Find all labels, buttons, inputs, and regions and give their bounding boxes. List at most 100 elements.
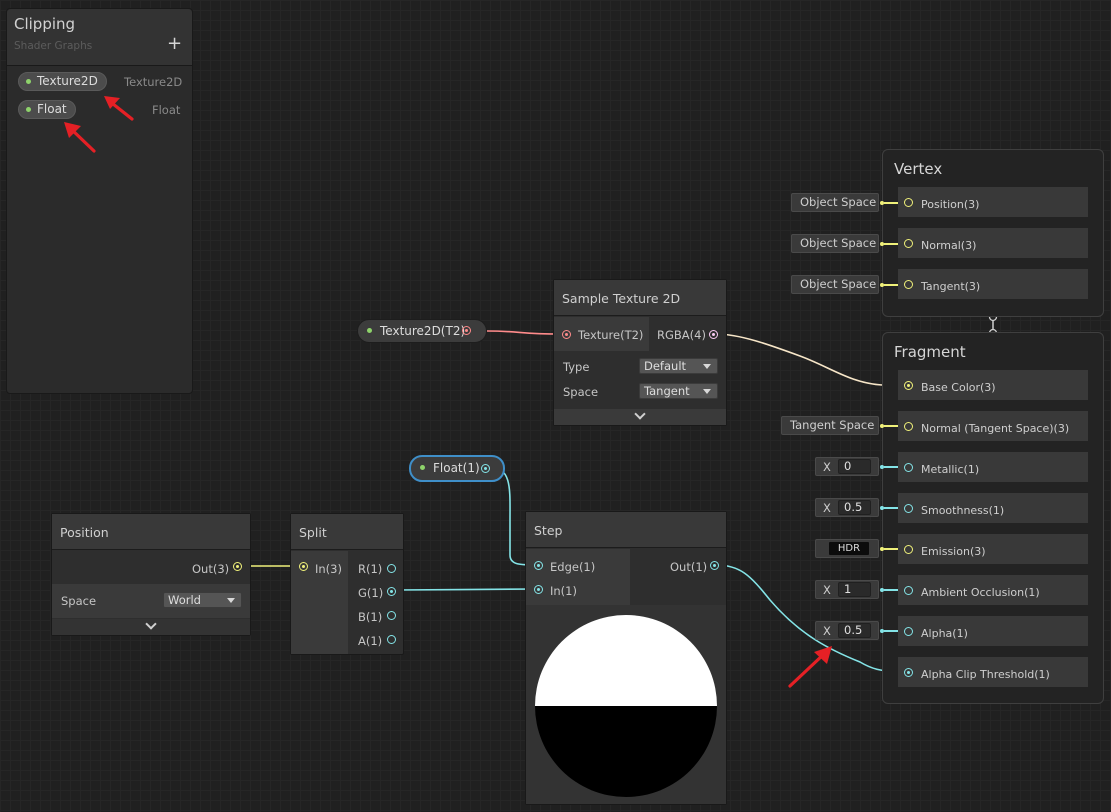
- fragment-block-metallic[interactable]: Metallic(1): [897, 451, 1089, 483]
- property-type-texture2d: Texture2D: [124, 75, 183, 89]
- position-output-port[interactable]: [233, 562, 242, 571]
- chevron-down-icon: [634, 408, 646, 420]
- fragment-block-base-color[interactable]: Base Color(3): [897, 369, 1089, 401]
- emission-input-port[interactable]: [904, 545, 913, 554]
- property-float[interactable]: Float: [18, 100, 76, 119]
- alpha-clip-input-port[interactable]: [904, 668, 913, 677]
- emission-field[interactable]: HDR: [815, 539, 879, 558]
- edge-input-port[interactable]: [534, 561, 543, 570]
- rgba-output-port[interactable]: [709, 330, 718, 339]
- node-title: Split: [299, 525, 327, 540]
- property-dot-icon: [26, 107, 31, 112]
- edge-split-g-step-in[interactable]: [394, 588, 539, 591]
- connector-dot: [880, 465, 884, 469]
- connector-line: [884, 243, 898, 245]
- vertex-block-position[interactable]: Position(3): [897, 186, 1089, 218]
- split-a-port[interactable]: [387, 635, 396, 644]
- position-input-port[interactable]: [904, 198, 913, 207]
- split-g-port[interactable]: [387, 587, 396, 596]
- split-r-port[interactable]: [387, 564, 396, 573]
- space-dropdown[interactable]: Tangent: [639, 383, 718, 399]
- sample-texture-2d-node[interactable]: Sample Texture 2D Texture(T2) RGBA(4) Ty…: [553, 279, 727, 426]
- fragment-block-normal[interactable]: Normal (Tangent Space)(3): [897, 410, 1089, 442]
- split-input-port[interactable]: [299, 562, 308, 571]
- normal-space-field[interactable]: Object Space: [791, 234, 879, 253]
- blackboard-panel[interactable]: Clipping Shader Graphs + Texture2D Textu…: [6, 8, 193, 394]
- hdr-color-swatch[interactable]: HDR: [829, 542, 869, 555]
- space-label: Space: [61, 594, 97, 608]
- vertex-block-tangent[interactable]: Tangent(3): [897, 268, 1089, 300]
- smoothness-input-port[interactable]: [904, 504, 913, 513]
- step-output-port[interactable]: [710, 561, 719, 570]
- tangent-input-port[interactable]: [904, 280, 913, 289]
- float-property-node[interactable]: Float(1): [409, 455, 505, 482]
- texture2d-property-node[interactable]: Texture2D(T2): [357, 319, 487, 343]
- split-b-port[interactable]: [387, 611, 396, 620]
- normal-space-field[interactable]: Tangent Space: [781, 416, 879, 435]
- type-dropdown[interactable]: Default: [639, 358, 718, 374]
- step-preview: [535, 615, 717, 797]
- tangent-space-field[interactable]: Object Space: [791, 275, 879, 294]
- smoothness-field[interactable]: X 0.5: [815, 498, 879, 517]
- step-node[interactable]: Step Edge(1) In(1) Out(1): [525, 511, 727, 805]
- metallic-value-input[interactable]: 0: [838, 459, 871, 474]
- connector-line: [884, 202, 898, 204]
- node-title: Position: [60, 525, 109, 540]
- position-output-label: Out(3): [192, 562, 230, 576]
- metallic-field[interactable]: X 0: [815, 457, 879, 476]
- connector-dot: [880, 201, 884, 205]
- ao-value-input[interactable]: 1: [838, 582, 871, 597]
- connector-line: [884, 630, 898, 632]
- node-header: Sample Texture 2D: [554, 280, 726, 316]
- float-output-port[interactable]: [481, 464, 490, 473]
- fragment-block-smoothness[interactable]: Smoothness(1): [897, 492, 1089, 524]
- edge-texture[interactable]: [486, 330, 561, 335]
- ao-input-port[interactable]: [904, 586, 913, 595]
- add-property-button[interactable]: +: [167, 33, 183, 54]
- connector-dot: [880, 506, 884, 510]
- preview-area: [526, 605, 726, 804]
- node-title: Step: [534, 523, 563, 538]
- rgba-output-label: RGBA(4): [657, 328, 706, 342]
- texture-input-port[interactable]: [562, 330, 571, 339]
- alpha-input-port[interactable]: [904, 627, 913, 636]
- fragment-block-emission[interactable]: Emission(3): [897, 533, 1089, 565]
- property-dot-icon: [420, 465, 425, 470]
- step-output-label: Out(1): [670, 560, 708, 574]
- property-dot-icon: [26, 79, 31, 84]
- in-input-port[interactable]: [534, 585, 543, 594]
- connector-line: [884, 589, 898, 591]
- space-dropdown[interactable]: World: [163, 592, 242, 608]
- fragment-block-alpha[interactable]: Alpha(1): [897, 615, 1089, 647]
- normal-input-port[interactable]: [904, 239, 913, 248]
- normal-ts-input-port[interactable]: [904, 422, 913, 431]
- connector-line: [884, 507, 898, 509]
- property-texture2d[interactable]: Texture2D: [18, 72, 107, 91]
- metallic-input-port[interactable]: [904, 463, 913, 472]
- property-type-float: Float: [152, 103, 181, 117]
- split-node[interactable]: Split In(3) R(1) G(1) B(1) A(1): [290, 513, 404, 655]
- fragment-block-alpha-clip[interactable]: Alpha Clip Threshold(1): [897, 656, 1089, 688]
- position-space-field[interactable]: Object Space: [791, 193, 879, 212]
- connector-line: [884, 284, 898, 286]
- texture-input-label: Texture(T2): [578, 328, 644, 342]
- smoothness-value-input[interactable]: 0.5: [838, 500, 871, 515]
- alpha-value-input[interactable]: 0.5: [838, 623, 871, 638]
- blackboard-title: Clipping: [14, 15, 76, 33]
- output-area: [52, 551, 250, 583]
- connector-dot: [880, 629, 884, 633]
- edge-step-alpha-clip[interactable]: [715, 564, 906, 673]
- vertex-block-normal[interactable]: Normal(3): [897, 227, 1089, 259]
- base-color-input-port[interactable]: [904, 381, 913, 390]
- texture-output-port[interactable]: [462, 326, 471, 335]
- connector-line: [884, 548, 898, 550]
- ambient-occlusion-field[interactable]: X 1: [815, 580, 879, 599]
- expand-button[interactable]: [52, 618, 250, 635]
- connector-dot: [880, 588, 884, 592]
- fragment-block-ambient-occlusion[interactable]: Ambient Occlusion(1): [897, 574, 1089, 606]
- edge-rgba-basecolor[interactable]: [715, 333, 883, 386]
- split-a-label: A(1): [358, 634, 383, 648]
- position-node[interactable]: Position Out(3) Space World: [51, 513, 251, 636]
- alpha-field[interactable]: X 0.5: [815, 621, 879, 640]
- expand-button[interactable]: [554, 408, 726, 425]
